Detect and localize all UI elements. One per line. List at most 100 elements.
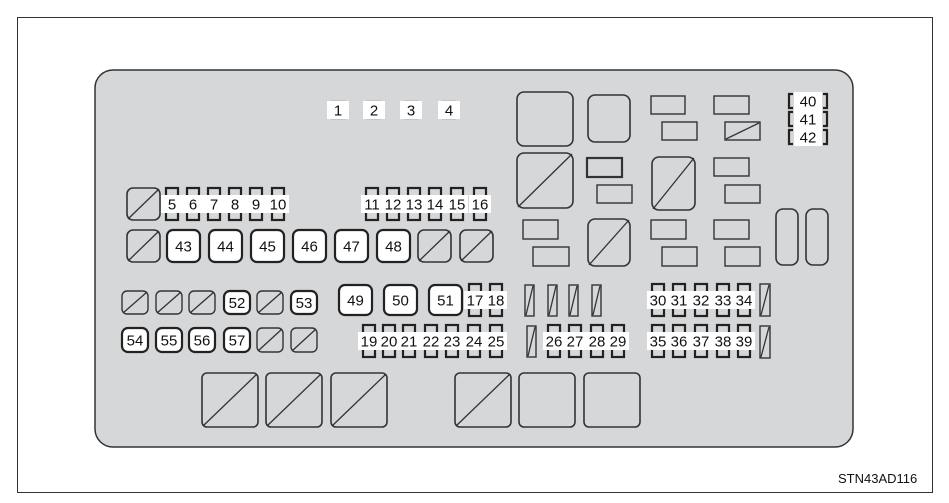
fuse-41: 41: [787, 110, 829, 129]
fuse-label: 38: [715, 334, 732, 351]
fuse-label: 21: [401, 334, 418, 351]
slot: [650, 219, 687, 240]
fuse-label: 33: [715, 293, 732, 310]
slot: [596, 184, 633, 204]
relay-48: 48: [375, 228, 412, 264]
slot: [516, 91, 574, 147]
relay-54: 54: [120, 326, 150, 354]
unused-slot: [724, 121, 761, 141]
unused-slot: [587, 218, 631, 267]
fuse-label: 35: [650, 334, 667, 351]
fuse-label: 2: [370, 103, 378, 120]
relay-57: 57: [222, 326, 252, 354]
unused-slot: [547, 284, 558, 317]
unused-slot: [591, 284, 602, 317]
relay-label: 46: [301, 239, 318, 256]
relay-label: 49: [347, 293, 364, 310]
fuse-4: 4: [438, 100, 460, 120]
slot: [713, 157, 750, 177]
fuse-label: 31: [671, 293, 688, 310]
fuse-label: 23: [444, 334, 461, 351]
fuse-26: 26: [543, 323, 565, 359]
slot: [724, 184, 761, 204]
relay-label: 54: [127, 333, 144, 350]
fuse-label: 14: [427, 197, 444, 214]
fuse-label: 32: [693, 293, 710, 310]
fuse-31: 31: [668, 282, 690, 318]
fuse-label: 7: [210, 197, 218, 214]
fuse-label: 25: [488, 334, 505, 351]
fuse-label: 34: [736, 293, 753, 310]
fuse-label: 11: [364, 197, 380, 214]
slot: [583, 372, 641, 428]
fuse-37: 37: [690, 323, 712, 359]
fusible-link: [805, 208, 829, 266]
fuse-label: 22: [423, 334, 440, 351]
unused-slot: [454, 372, 512, 428]
slot: [650, 95, 686, 115]
slot: [587, 94, 631, 143]
slot: [585, 156, 624, 179]
relay-label: 56: [194, 333, 211, 350]
slot: [522, 219, 559, 240]
fuse-label: 29: [610, 334, 627, 351]
fuse-39: 39: [733, 323, 755, 359]
relay-label: 55: [161, 333, 178, 350]
fuse-label: 20: [381, 334, 398, 351]
fuse-42: 42: [787, 128, 829, 147]
relay-50: 50: [382, 283, 419, 317]
fuse-33: 33: [712, 282, 734, 318]
relay-46: 46: [291, 228, 328, 264]
fuse-label: 6: [189, 197, 197, 214]
fuse-16: 16: [469, 186, 491, 222]
fuse-8: 8: [224, 186, 246, 222]
slot: [724, 246, 761, 267]
fuse-label: 39: [736, 334, 753, 351]
relay-56: 56: [187, 326, 217, 354]
fuse-label: 37: [693, 334, 710, 351]
fuse-label: 15: [449, 197, 466, 214]
fuse-24: 24: [463, 323, 485, 359]
unused-slot: [459, 229, 494, 263]
unused-slot: [265, 372, 323, 428]
fuse-19: 19: [358, 323, 380, 359]
unused-slot: [188, 290, 216, 315]
relay-label: 52: [229, 295, 246, 312]
relay-44: 44: [207, 228, 244, 264]
fuse-label: 41: [800, 112, 817, 129]
fuse-25: 25: [485, 323, 507, 359]
fuse-12: 12: [382, 186, 404, 222]
fuse-7: 7: [203, 186, 225, 222]
fuse-label: 3: [407, 103, 415, 120]
relay-label: 50: [392, 293, 409, 310]
fuse-23: 23: [441, 323, 463, 359]
fuse-20: 20: [378, 323, 400, 359]
fuse-14: 14: [424, 186, 446, 222]
unused-slot: [759, 283, 771, 317]
fuse-label: 42: [800, 130, 817, 147]
slot: [532, 246, 570, 267]
relay-55: 55: [154, 326, 184, 354]
relay-49: 49: [337, 283, 374, 317]
fuse-30: 30: [647, 282, 669, 318]
unused-slot: [516, 152, 574, 209]
fuse-label: 26: [546, 334, 563, 351]
fuse-18: 18: [485, 282, 507, 318]
fuse-36: 36: [668, 323, 690, 359]
fuse-label: 8: [231, 197, 239, 214]
unused-slot: [330, 372, 388, 428]
fuse-2: 2: [363, 100, 385, 120]
unused-slot: [126, 229, 161, 263]
fuse-3: 3: [400, 100, 422, 120]
fuse-15: 15: [446, 186, 468, 222]
slot: [713, 95, 750, 115]
fuse-34: 34: [733, 282, 755, 318]
fuse-11: 11: [361, 186, 383, 222]
fuse-35: 35: [647, 323, 669, 359]
unused-slot: [155, 290, 183, 315]
unused-slot: [524, 284, 535, 317]
diagram-caption: STN43AD116: [838, 471, 917, 486]
relay-label: 57: [229, 333, 246, 350]
fuse-40: 40: [787, 92, 829, 111]
relay-52: 52: [222, 289, 252, 316]
